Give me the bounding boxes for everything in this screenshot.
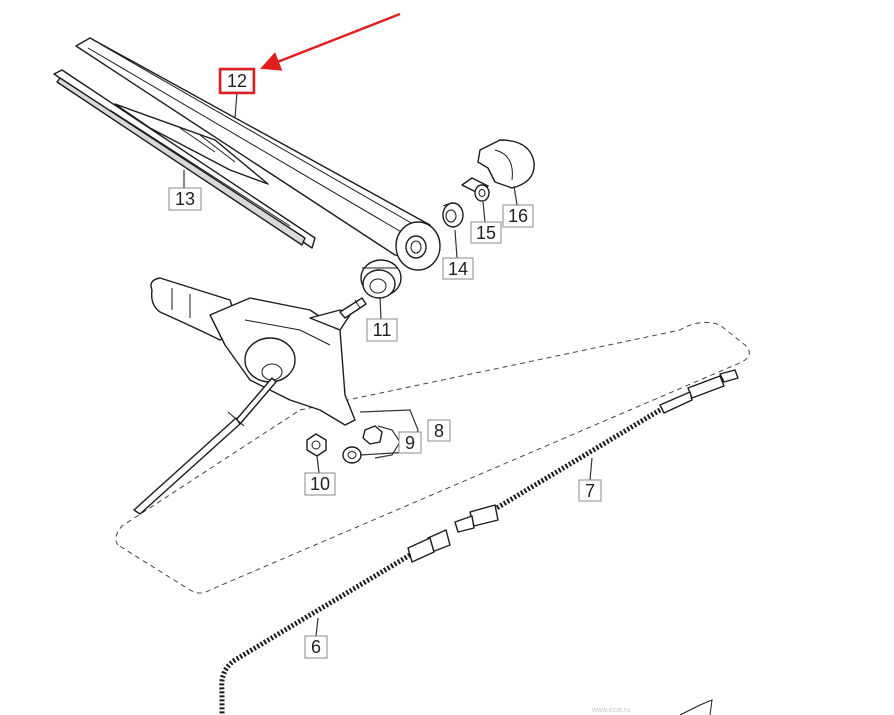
callout-9[interactable]: 9 <box>398 431 422 454</box>
nut-part[interactable] <box>461 177 490 202</box>
wiper-motor[interactable] <box>150 277 367 426</box>
watermark-text: www.ecat.ru <box>591 707 630 714</box>
callout-10[interactable]: 10 <box>304 472 336 496</box>
callout-13-label: 13 <box>175 189 195 209</box>
leader-12 <box>234 91 238 119</box>
callout-7[interactable]: 7 <box>578 479 602 502</box>
wiper-blade[interactable] <box>53 69 316 249</box>
callout-11[interactable]: 11 <box>366 318 398 342</box>
highlight-arrow <box>260 12 401 71</box>
callout-15-label: 15 <box>476 223 496 243</box>
washer-hose-lower[interactable] <box>219 529 451 715</box>
leader-10 <box>316 455 320 474</box>
hex-nut-part[interactable] <box>306 433 327 457</box>
leader-11 <box>379 296 382 320</box>
washer-hose-upper[interactable] <box>454 369 739 533</box>
washer-part[interactable] <box>442 202 464 228</box>
leader-6 <box>315 617 319 637</box>
callout-12-highlight <box>218 67 256 95</box>
callout-16-label: 16 <box>508 206 528 226</box>
wiper-arm[interactable] <box>75 37 441 271</box>
callout-13[interactable]: 13 <box>168 187 202 211</box>
callout-9-label: 9 <box>405 433 415 453</box>
bolt-part[interactable] <box>342 425 383 464</box>
callout-8[interactable]: 8 <box>427 419 451 442</box>
grommet-part[interactable] <box>360 259 402 299</box>
callout-14-label: 14 <box>448 259 468 279</box>
callout-7-label: 7 <box>585 481 595 501</box>
callout-8-label: 8 <box>434 421 444 441</box>
callout-15[interactable]: 15 <box>470 221 502 244</box>
callout-6[interactable]: 6 <box>304 635 328 659</box>
motor-rod <box>133 377 277 515</box>
lower-fitting <box>679 699 713 715</box>
leader-14 <box>454 229 458 259</box>
leader-15 <box>482 201 486 223</box>
leader-16 <box>513 185 518 206</box>
cap-part[interactable] <box>477 139 535 189</box>
callout-11-label: 11 <box>373 320 392 340</box>
callout-12[interactable]: 12 <box>218 67 256 95</box>
callout-16[interactable]: 16 <box>502 204 534 228</box>
callout-10-label: 10 <box>310 474 330 494</box>
callout-14[interactable]: 14 <box>442 257 474 280</box>
callout-6-label: 6 <box>311 637 321 657</box>
assembly-dashed-outline <box>115 321 750 594</box>
callout-12-label: 12 <box>227 71 247 91</box>
leader-7 <box>589 457 593 481</box>
